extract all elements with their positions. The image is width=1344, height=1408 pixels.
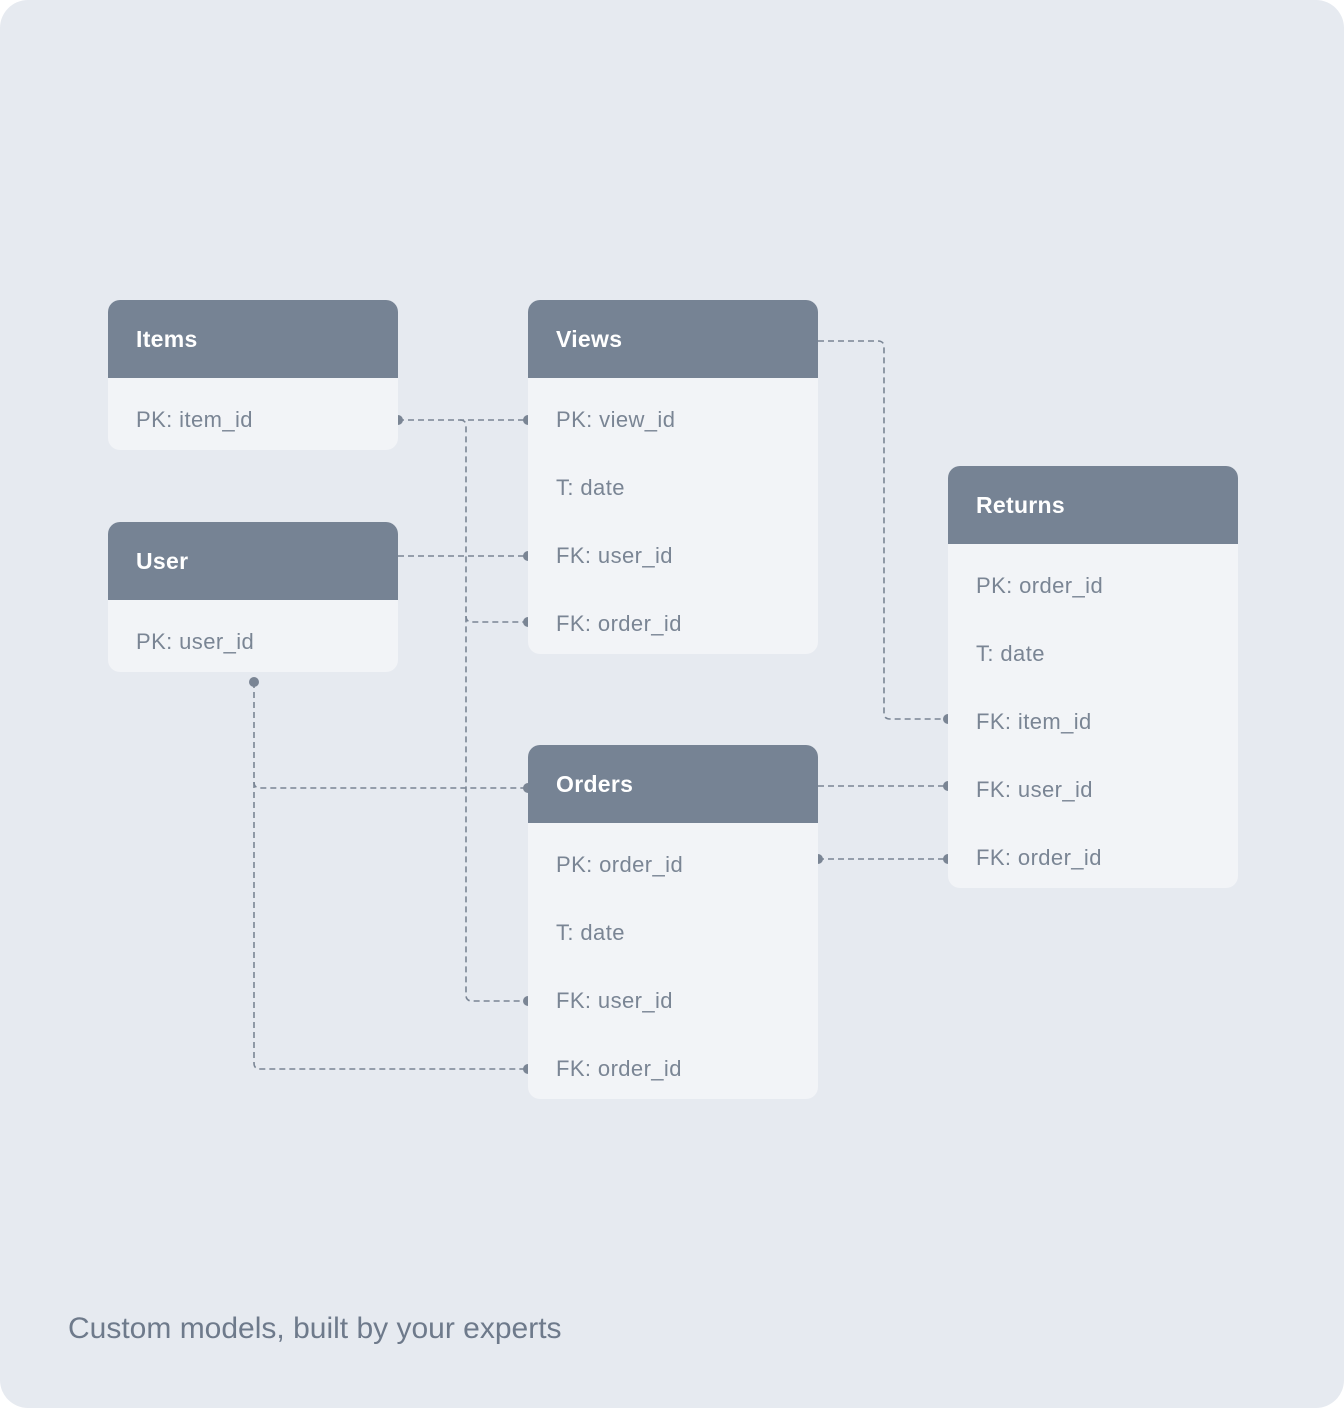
field-row: FK: user_id [556, 988, 673, 1013]
field-row: T: date [556, 475, 625, 500]
field-row: FK: order_id [976, 845, 1102, 870]
field-row: PK: order_id [556, 852, 684, 877]
connector-views-order [465, 615, 528, 623]
field-row: PK: item_id [136, 407, 253, 432]
field-row: FK: order_id [556, 1056, 682, 1081]
table-user: User PK: user_id [108, 522, 398, 672]
field-row: FK: user_id [556, 543, 673, 568]
table-views: Views PK: view_id T: date FK: user_id FK… [528, 300, 818, 654]
field-row: FK: item_id [976, 709, 1092, 734]
field-row: FK: user_id [976, 777, 1093, 802]
connector-views-returns [818, 340, 948, 720]
connector-user-orders-order [253, 682, 528, 1070]
connector-dot [249, 677, 259, 687]
field-row: PK: view_id [556, 407, 676, 432]
table-orders: Orders PK: order_id T: date FK: user_id … [528, 745, 818, 1099]
table-header: Views [528, 300, 818, 378]
table-returns: Returns PK: order_id T: date FK: item_id… [948, 466, 1238, 888]
field-row: T: date [556, 920, 625, 945]
caption: Custom models, built by your experts [68, 1312, 562, 1345]
table-items: Items PK: item_id [108, 300, 398, 450]
field-row: PK: user_id [136, 629, 255, 654]
table-header: Returns [948, 466, 1238, 544]
table-header: User [108, 522, 398, 600]
field-row: FK: order_id [556, 611, 682, 636]
table-header: Items [108, 300, 398, 378]
field-row: T: date [976, 641, 1045, 666]
field-row: PK: order_id [976, 573, 1104, 598]
connector-items-orders-user [459, 419, 528, 1002]
connector-user-orders [253, 781, 528, 789]
table-header: Orders [528, 745, 818, 823]
